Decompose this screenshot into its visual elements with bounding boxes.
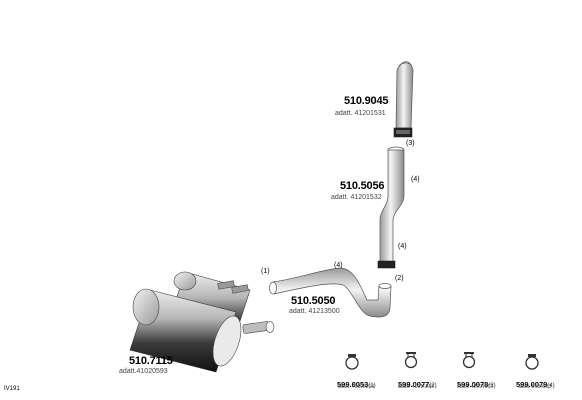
part-number-label: 510.5050: [291, 295, 336, 307]
clamp-adapt-label: adatt. 42092219: [338, 384, 375, 390]
clamp-icon: [462, 352, 476, 369]
clamp-label: 599.0079(4): [516, 375, 555, 391]
part-number-label: 510.5056: [340, 180, 385, 192]
clamp-adapt-label: adatt. 41016502: [398, 384, 435, 390]
callout-label: (3): [406, 140, 415, 147]
clamp-qty: (1): [368, 383, 376, 389]
clamp-number: 599.0077: [398, 380, 430, 389]
part-adapt-label: adatt. 41213500: [289, 308, 340, 315]
callout-label: (4): [411, 176, 420, 183]
part-adapt-label: adatt. 41201532: [331, 194, 382, 201]
muffler-510-7115: [129, 271, 275, 373]
pipe-510-5056: [377, 146, 405, 269]
clamp-number: 599.0053: [337, 380, 369, 389]
part-number-label: 510.9045: [344, 95, 389, 107]
clamp-qty: (2): [429, 383, 437, 389]
tailpipe-510-9045: [393, 61, 414, 138]
callout-label: (4): [398, 243, 407, 250]
clamp-label: 599.0053(1): [337, 375, 376, 391]
callout-label: (2): [395, 275, 404, 282]
callout-label: (4): [334, 262, 343, 269]
clamp-adapt-label: adatt. 8139083: [518, 384, 552, 390]
clamp-icon: [525, 354, 539, 370]
clamp-qty: (4): [547, 383, 555, 389]
callout-label: (1): [261, 268, 270, 275]
clamp-number: 599.0079: [516, 380, 548, 389]
diagram-id: IV191: [4, 386, 20, 392]
clamp-icon: [345, 354, 359, 370]
clamp-adapt-label: adatt. 42091873: [457, 384, 494, 390]
clamp-number: 599.0078: [457, 380, 489, 389]
part-number-label: 510.7115: [129, 355, 173, 367]
part-adapt-label: adatt.41020593: [119, 368, 168, 375]
clamp-label: 599.0078(3): [457, 375, 496, 391]
clamp-label: 599.0077(2): [398, 375, 437, 391]
pipe-510-5050: [269, 267, 392, 318]
clamp-qty: (3): [488, 383, 496, 389]
clamp-icon: [404, 352, 418, 369]
part-adapt-label: adatt. 41201531: [335, 110, 386, 117]
